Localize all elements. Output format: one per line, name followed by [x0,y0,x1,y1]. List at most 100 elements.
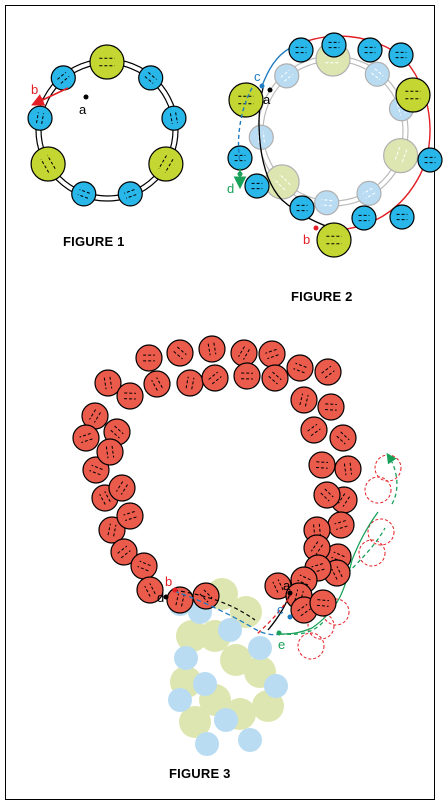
red-bead [313,481,341,509]
faded-blue-bead [238,728,262,752]
red-bead [166,586,194,614]
faded-blue-bead [195,732,219,756]
point-a-marker [83,94,89,100]
ghost-bead [364,476,392,504]
blue-bead [27,105,53,131]
green-bead [316,222,352,258]
red-bead [327,511,355,539]
thread-path-red [289,35,431,231]
figure-3-caption: FIGURE 3 [169,766,231,781]
point-a-marker [287,590,293,596]
thread-path-blue-dashed [237,87,253,163]
figure-frame [5,5,435,800]
thread-path-blue [261,47,291,87]
blue-bead [288,37,314,63]
point-d-marker [237,171,243,177]
faded-blue-bead [248,124,274,150]
label-a: a [79,102,87,117]
thread-path-green-dashed-2 [347,527,386,574]
red-bead [261,364,289,392]
red-bead [116,382,144,410]
blue-bead [417,147,443,173]
blue-bead [117,181,143,207]
green-bead [395,77,431,113]
faded-blue-bead [174,646,198,670]
blue-bead [388,42,414,68]
ghost-bead [358,539,386,567]
red-bead [82,456,110,484]
blue-bead [321,32,347,58]
blue-bead [389,204,415,230]
blue-bead [244,173,270,199]
faded-green-bead [220,644,252,676]
faded-green-bead [179,706,211,738]
faded-blue-bead [193,672,217,696]
thread-path-black-dashed [173,589,256,621]
red-bead [300,416,328,444]
faded-green-bead [383,138,419,174]
red-bead [314,358,342,386]
red-bead [98,516,126,544]
label-c: c [254,69,261,84]
red-bead [198,335,226,363]
thread-path-green [279,511,379,635]
blue-bead [71,181,97,207]
label-a: a [283,578,291,593]
figure-3: a b c d e FIGURE 3 [72,335,402,781]
red-bead [264,572,292,600]
point-c-marker [259,83,265,89]
thread-path-green-dashed-3 [279,619,326,635]
red-bead [329,424,357,452]
faded-blue-bead [364,61,390,87]
faded-blue-bead [274,63,300,89]
thread-path-red-dashed [256,592,293,635]
green-bead [30,146,66,182]
point-b-marker [38,97,44,103]
blue-bead [357,37,383,63]
point-b-marker [172,587,178,593]
point-d-marker [163,594,169,600]
red-bead [96,438,124,466]
label-b: b [165,574,172,589]
red-bead [230,339,258,367]
green-bead [89,44,125,80]
label-a: a [263,92,271,107]
faded-blue-bead [264,674,288,698]
blue-bead [289,195,315,221]
faded-blue-bead [314,190,340,216]
label-d: d [157,590,164,605]
faded-blue-bead [168,688,192,712]
blue-bead [50,65,76,91]
faded-green-bead [176,620,208,652]
red-bead [317,393,345,421]
red-bead [309,589,337,617]
blue-bead [161,105,187,131]
red-bead [192,582,220,610]
figure-1-caption: FIGURE 1 [63,234,125,249]
green-bead [228,82,264,118]
ghost-bead [297,632,325,660]
red-bead [166,339,194,367]
red-bead [94,369,122,397]
red-bead [176,369,204,397]
faded-blue-bead [248,636,272,660]
point-c-marker [287,614,293,620]
blue-bead [351,205,377,231]
red-bead [116,502,144,530]
figure-1: b a FIGURE 1 [27,44,187,249]
thread-path-green-dashed [386,452,398,505]
red-bead [258,340,286,368]
red-bead [201,364,229,392]
red-bead [72,424,100,452]
label-e: e [278,637,285,652]
thread-path-blue [173,590,281,636]
faded-blue-bead [356,180,382,206]
red-bead [286,354,314,382]
red-bead [290,386,318,414]
point-b-marker [313,225,319,231]
red-bead [308,451,336,479]
figure-2-caption: FIGURE 2 [291,289,353,304]
red-bead [143,370,171,398]
label-c: c [277,602,284,617]
